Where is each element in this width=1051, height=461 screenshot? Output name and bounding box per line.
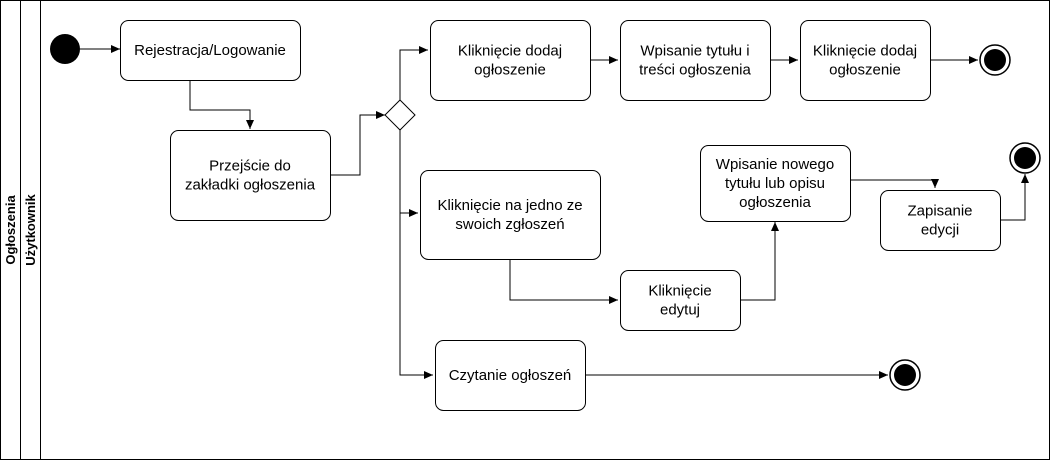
activity-box <box>620 20 771 101</box>
activity-label: ogłoszenie <box>829 62 901 79</box>
activity-box <box>435 340 586 411</box>
activity-label: treści ogłoszenia <box>639 62 751 79</box>
activity-label: tytułu lub opisu <box>725 175 825 192</box>
end-node-read <box>889 359 921 391</box>
activity-zapisanie: Zapisanie edycji <box>880 190 1001 251</box>
activity-label: Rejestracja/Logowanie <box>134 42 286 59</box>
lane-label: Użytkownik <box>23 193 38 265</box>
activity-label: Przejście do <box>209 158 291 175</box>
activity-label: ogłoszenie <box>474 62 546 79</box>
activity-czytanie: Czytanie ogłoszeń <box>435 340 586 411</box>
activity-przejscie: Przejście do zakładki ogłoszenia <box>170 130 331 221</box>
activity-label: edytuj <box>660 302 700 319</box>
edge-przejscie-to-decision <box>330 111 385 176</box>
activity-wpisanie-nowego: Wpisanie nowego tytułu lub opisu ogłoszeni… <box>700 145 851 222</box>
edges <box>80 45 1029 379</box>
activity-box <box>420 170 601 260</box>
activity-label: Zapisanie <box>907 203 972 220</box>
activity-box <box>880 190 1001 251</box>
edge-decision-to-czytanie <box>399 213 433 379</box>
activity-box <box>120 20 301 81</box>
activity-box <box>700 145 851 222</box>
activity-label: swoich zgłoszeń <box>455 216 564 233</box>
start-node <box>50 34 80 64</box>
activity-label: ogłoszenia <box>739 194 811 211</box>
activity-klik-edytuj: Kliknięcie edytuj <box>620 270 741 331</box>
activity-label: Kliknięcie <box>648 283 711 300</box>
activity-label: Czytanie ogłoszeń <box>449 367 572 384</box>
decision-node <box>384 99 416 131</box>
activity-klik-dodaj-1: Kliknięcie dodaj ogłoszenie <box>430 20 591 101</box>
activity-label: Kliknięcie dodaj <box>458 43 562 60</box>
edge-rejestracja-to-przejscie <box>189 80 254 129</box>
end-node-add <box>979 44 1011 76</box>
activity-label: Wpisanie tytułu i <box>640 43 749 60</box>
edge-wpisanie-nowego-to-zapisanie <box>850 179 939 188</box>
edge-decision-to-klik-dodaj <box>399 46 428 100</box>
activity-label: Wpisanie nowego <box>716 156 834 173</box>
activity-label: zakładki ogłoszenia <box>185 177 316 194</box>
activity-label: Kliknięcie dodaj <box>813 43 917 60</box>
activity-klik-zgloszenie: Kliknięcie na jedno ze swoich zgłoszeń <box>420 170 601 260</box>
activity-box <box>170 130 331 221</box>
activity-wpisanie-tytulu: Wpisanie tytułu i treści ogłoszenia <box>620 20 771 101</box>
activity-label: Kliknięcie na jedno ze <box>437 197 582 214</box>
edge-zgloszenie-to-edytuj <box>509 259 618 304</box>
end-node-edit <box>1009 142 1041 174</box>
edge-zapisanie-to-end <box>1000 174 1029 221</box>
activity-rejestracja: Rejestracja/Logowanie <box>120 20 301 81</box>
pool-label: Ogłoszenia <box>3 195 18 265</box>
edge-edytuj-to-wpisanie-nowego <box>740 222 779 301</box>
activity-label: edycji <box>921 222 959 239</box>
activity-box <box>620 270 741 331</box>
activity-box <box>430 20 591 101</box>
activity-box <box>800 20 931 101</box>
activity-klik-dodaj-2: Kliknięcie dodaj ogłoszenie <box>800 20 931 101</box>
